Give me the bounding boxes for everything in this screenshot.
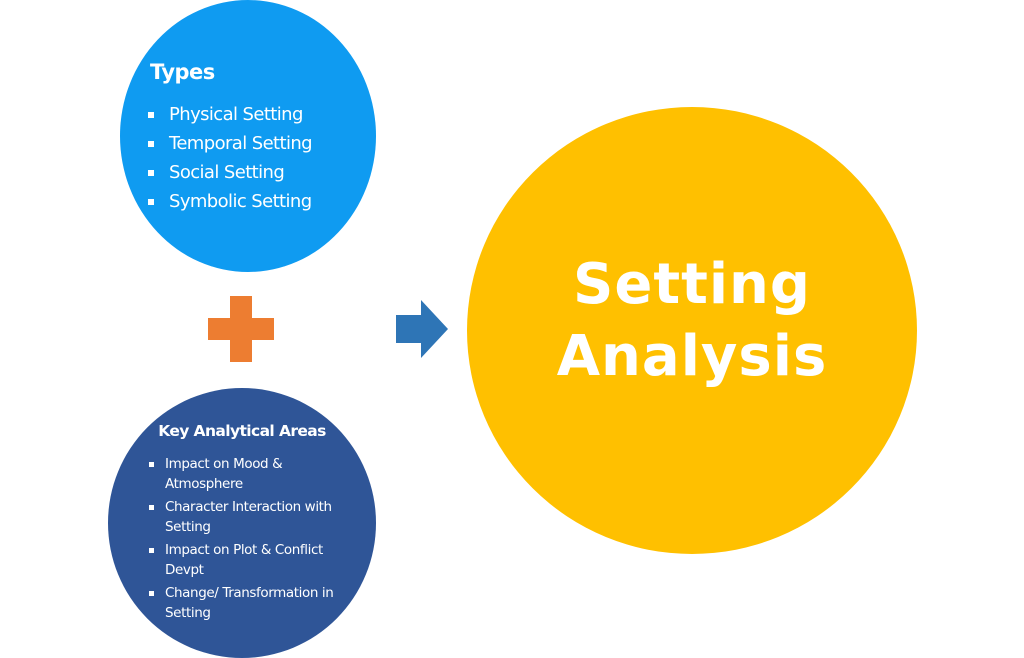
list-item-label: Temporal Setting <box>169 133 313 154</box>
plus-icon <box>208 296 274 362</box>
list-item-label: Impact on Plot & Conflict Devpt <box>165 542 323 578</box>
types-title: Types <box>150 60 215 84</box>
square-bullet-icon <box>148 198 154 205</box>
list-item: Impact on Mood & Atmosphere <box>149 454 334 494</box>
list-item: Symbolic Setting <box>148 187 312 216</box>
list-item: Impact on Plot & Conflict Devpt <box>149 540 334 580</box>
list-item-label: Change/ Transformation in Setting <box>165 585 334 621</box>
square-bullet-icon <box>149 505 154 510</box>
key-areas-circle: Key Analytical Areas Impact on Mood & At… <box>108 388 376 658</box>
list-item-label: Symbolic Setting <box>169 191 312 212</box>
plus-shape <box>208 296 274 362</box>
square-bullet-icon <box>149 548 154 553</box>
list-item-label: Character Interaction with Setting <box>165 499 332 535</box>
types-list: Physical Setting Temporal Setting Social… <box>148 100 313 216</box>
setting-analysis-circle: Setting Analysis <box>467 107 917 554</box>
square-bullet-icon <box>148 111 154 118</box>
key-areas-title: Key Analytical Areas <box>158 422 326 440</box>
square-bullet-icon <box>149 591 154 596</box>
list-item: Physical Setting <box>148 100 312 129</box>
setting-analysis-title: Setting Analysis <box>467 249 917 393</box>
key-areas-list: Impact on Mood & Atmosphere Character In… <box>149 454 334 626</box>
list-item: Social Setting <box>148 158 312 187</box>
arrow-right-icon <box>396 300 448 358</box>
square-bullet-icon <box>148 169 154 176</box>
arrow-shape <box>396 300 448 358</box>
list-item-label: Physical Setting <box>169 104 303 125</box>
list-item: Temporal Setting <box>148 129 313 158</box>
list-item: Change/ Transformation in Setting <box>149 583 334 623</box>
square-bullet-icon <box>149 462 154 467</box>
list-item: Character Interaction with Setting <box>149 497 334 537</box>
square-bullet-icon <box>148 140 154 147</box>
setting-analysis-line-2: Analysis <box>556 324 828 389</box>
list-item-label: Social Setting <box>169 162 285 183</box>
setting-analysis-line-1: Setting <box>573 252 811 317</box>
list-item-label: Impact on Mood & Atmosphere <box>165 456 283 492</box>
types-circle: Types Physical Setting Temporal Setting … <box>120 0 376 272</box>
